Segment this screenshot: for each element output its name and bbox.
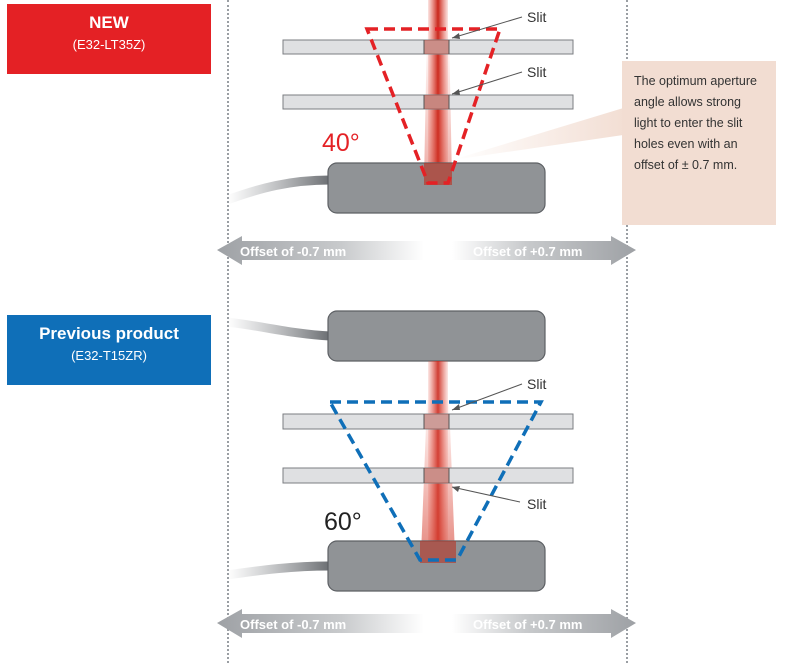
callout-note: The optimum aperture angle allows strong… bbox=[622, 61, 776, 225]
new-product-badge: NEW (E32-LT35Z) bbox=[7, 4, 211, 74]
offset-right-label-new: Offset of +0.7 mm bbox=[473, 244, 582, 259]
slit-label-3: Slit bbox=[527, 376, 547, 392]
slit-leader-2 bbox=[451, 71, 523, 95]
offset-left-label-new: Offset of -0.7 mm bbox=[240, 244, 346, 259]
offset-arrow-right-prev: Offset of +0.7 mm bbox=[452, 609, 636, 638]
sensor-cable-prev-receiver bbox=[226, 561, 331, 580]
aperture-angle-new bbox=[364, 27, 503, 185]
sensor-cable-prev-emitter bbox=[226, 317, 331, 341]
angle-label-new: 40° bbox=[322, 129, 360, 157]
previous-product-label: Previous product bbox=[39, 324, 179, 343]
slit-leader-3 bbox=[451, 383, 523, 411]
new-product-model: (E32-LT35Z) bbox=[72, 37, 146, 52]
slit-plate-prev-upper bbox=[282, 413, 574, 430]
right-boundary-line bbox=[626, 0, 628, 663]
previous-product-model: (E32-T15ZR) bbox=[71, 348, 147, 363]
aperture-angle-prev bbox=[326, 400, 544, 562]
offset-arrow-left-new: Offset of -0.7 mm bbox=[217, 236, 424, 265]
slit-label-4: Slit bbox=[527, 496, 547, 512]
slit-plate-new-upper bbox=[282, 39, 574, 55]
left-boundary-line bbox=[227, 0, 229, 663]
offset-left-label-prev: Offset of -0.7 mm bbox=[240, 617, 346, 632]
offset-right-label-prev: Offset of +0.7 mm bbox=[473, 617, 582, 632]
offset-arrow-left-prev: Offset of -0.7 mm bbox=[217, 609, 424, 638]
angle-label-prev: 60° bbox=[324, 508, 362, 536]
slit-label-2: Slit bbox=[527, 64, 547, 80]
new-product-label: NEW bbox=[89, 13, 129, 32]
slit-plate-new-lower bbox=[282, 94, 574, 110]
callout-pointer bbox=[452, 106, 630, 160]
slit-label-1: Slit bbox=[527, 9, 547, 25]
slit-leader-4 bbox=[451, 486, 521, 503]
slit-plate-prev-lower bbox=[282, 467, 574, 484]
slit-leader-1 bbox=[451, 16, 523, 39]
previous-product-badge: Previous product (E32-T15ZR) bbox=[7, 315, 211, 385]
sensor-cable-new bbox=[225, 175, 331, 205]
sensor-head-prev-emitter bbox=[327, 310, 546, 362]
offset-arrow-right-new: Offset of +0.7 mm bbox=[452, 236, 636, 265]
